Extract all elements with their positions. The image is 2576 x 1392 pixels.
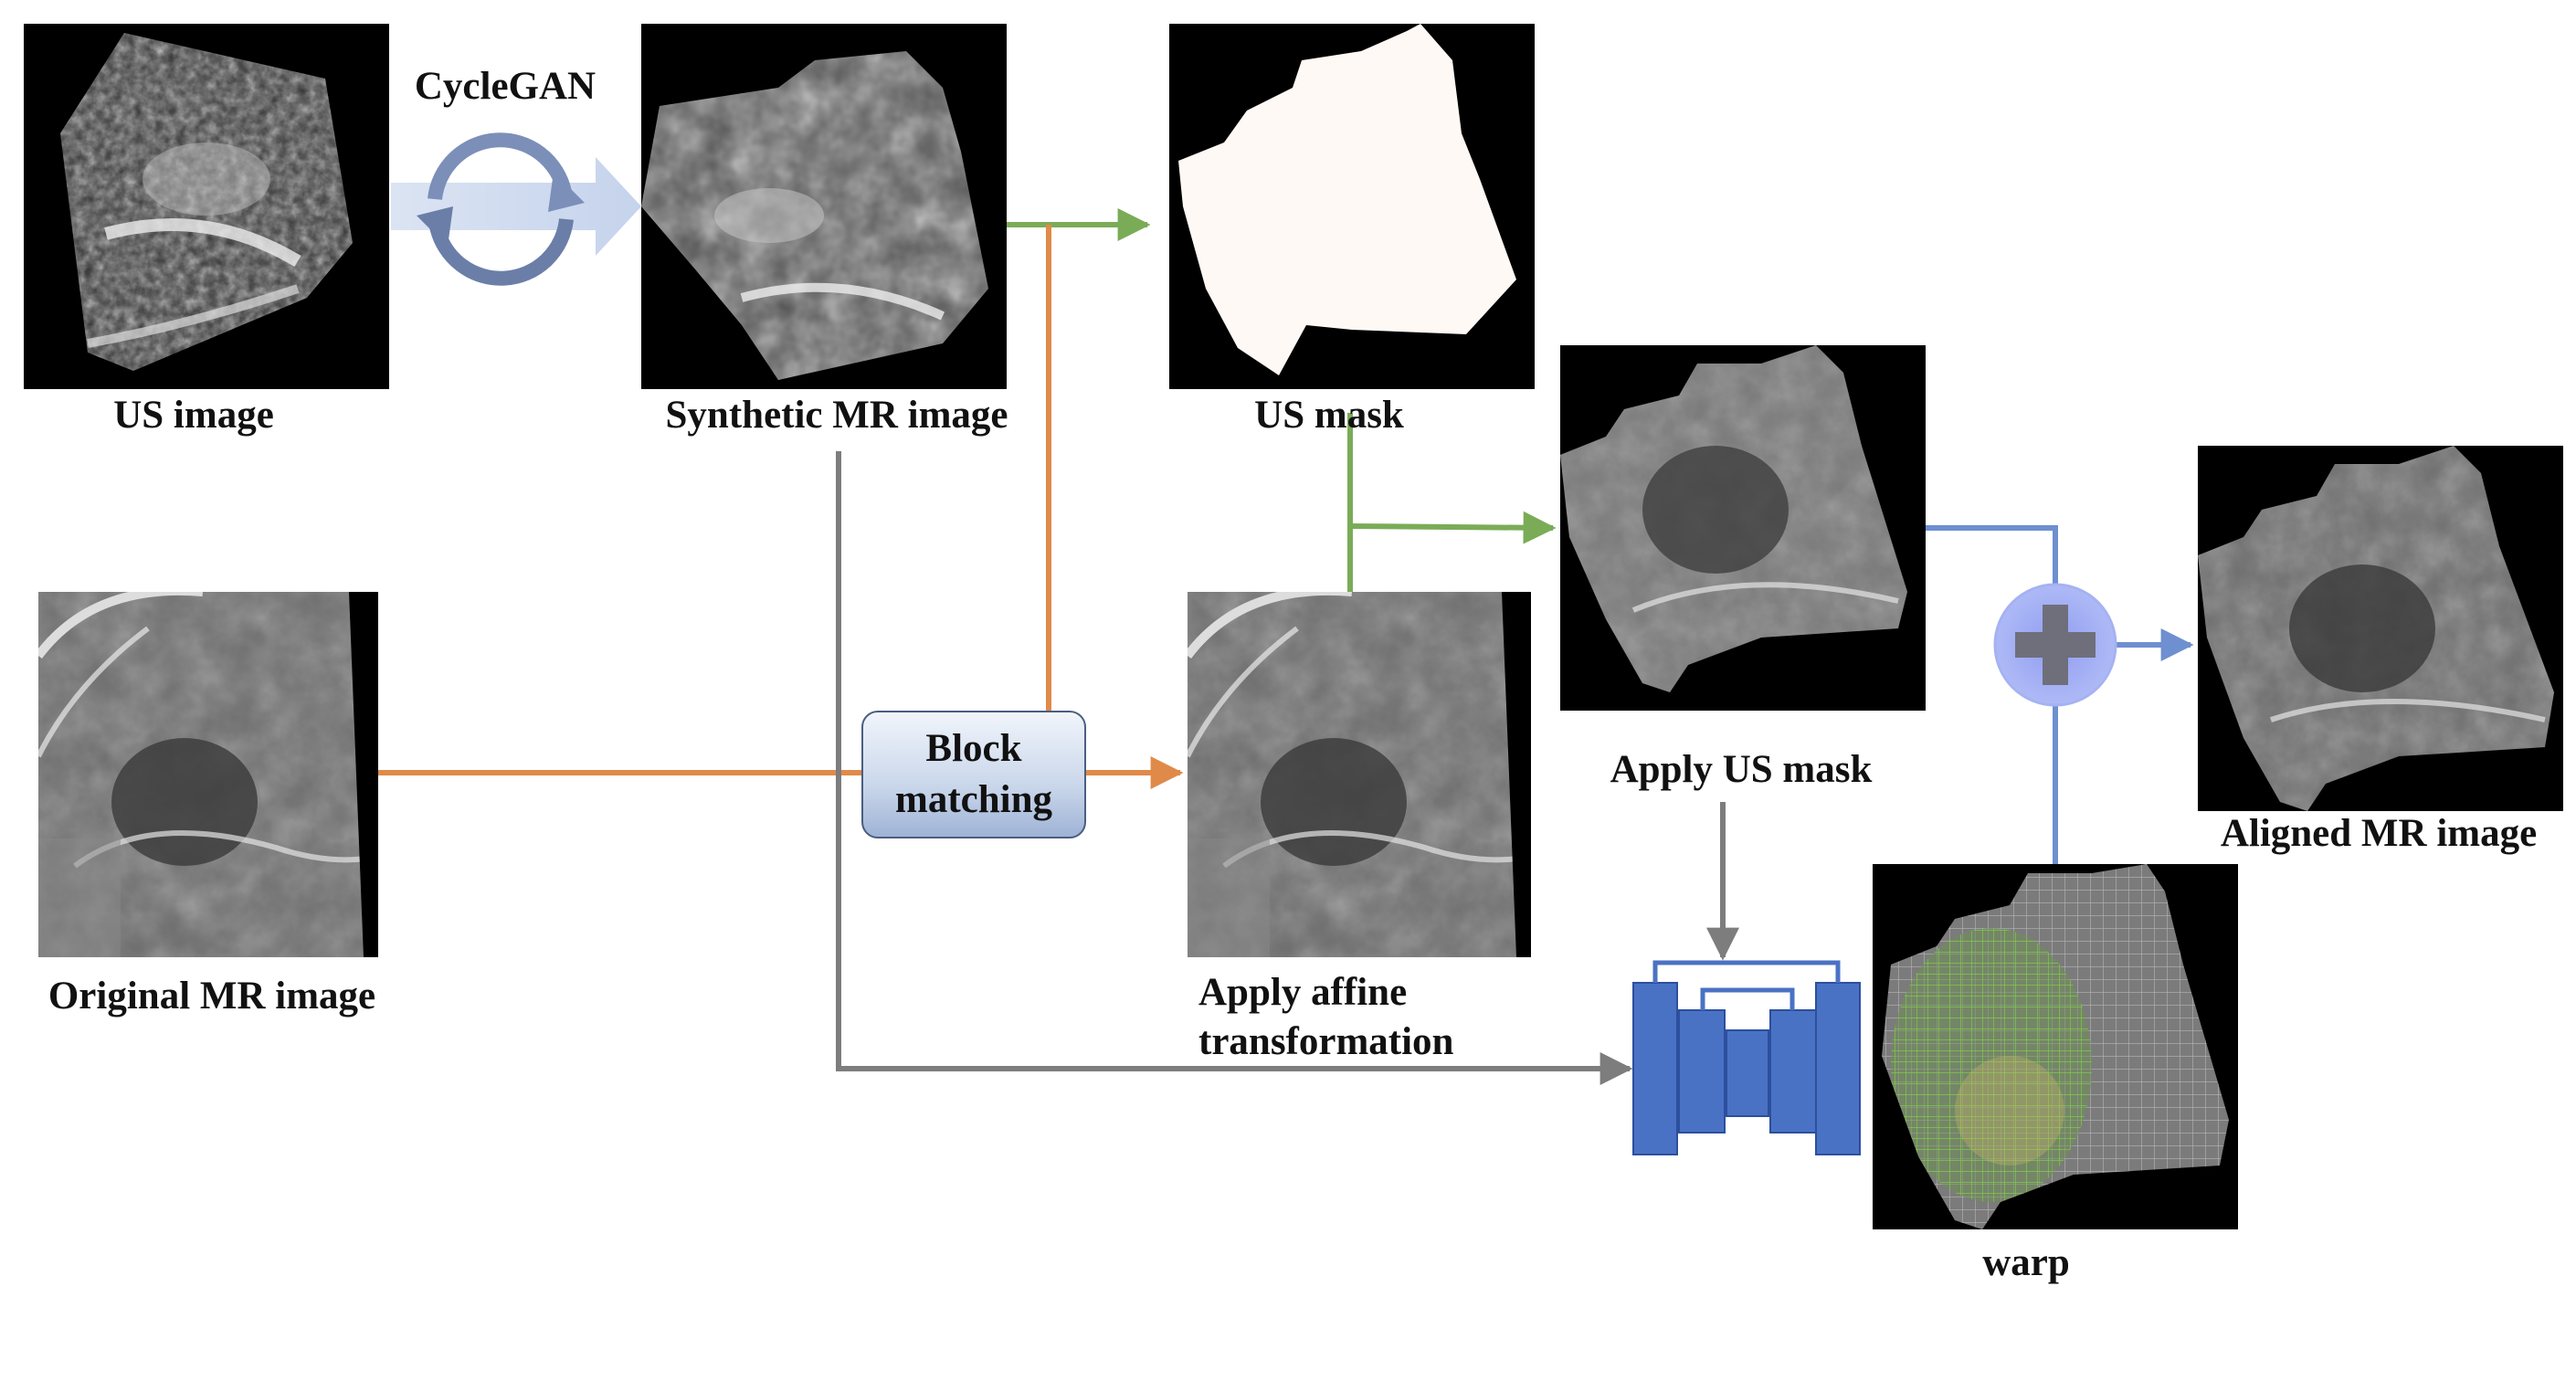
us-image-panel [24,24,389,389]
apply-affine-label-line1: Apply affine [1198,971,1408,1014]
synthetic-mr-image-panel [641,24,1007,389]
original-mr-image-panel [38,592,378,957]
arrow-to-apply-mask [1349,511,1557,544]
block-matching-label: Block matching [895,727,1052,821]
apply-affine-label: Apply affine transformation [1198,968,1453,1067]
warp-field-panel [1873,864,2238,1229]
cyclegan-label: CycleGAN [414,65,596,108]
unet-network-icon [1632,960,1861,1155]
synthetic-mr-image-label: Synthetic MR image [665,394,1008,437]
us-mask-label: US mask [1254,394,1404,437]
masked-mr-image-panel [1560,345,1926,711]
apply-affine-label-line2: transformation [1198,1019,1454,1063]
original-mr-image-label: Original MR image [48,975,376,1018]
plus-circle-icon [1993,583,2117,707]
block-matching-box: Block matching [861,711,1086,838]
us-mask-panel [1169,24,1535,389]
cyclegan-arrow [391,157,641,256]
us-image-label: US image [113,394,274,437]
affine-transformed-mr-image-panel [1188,592,1531,957]
apply-us-mask-label: Apply US mask [1610,748,1873,791]
cycle-arrows-icon [417,132,585,286]
warp-label: warp [1982,1241,2070,1284]
line-masked-to-sum [1926,525,2058,645]
aligned-mr-image-label: Aligned MR image [2220,812,2538,855]
aligned-mr-image-panel [2198,446,2563,811]
